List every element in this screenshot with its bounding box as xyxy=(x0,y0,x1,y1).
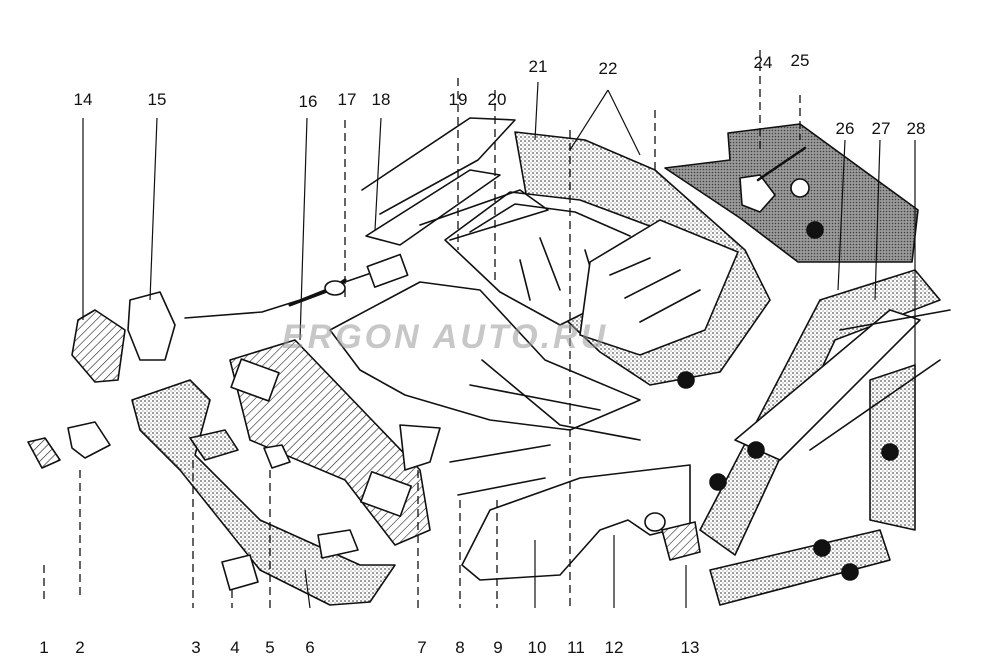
callout-4: 4 xyxy=(230,638,240,657)
hood-panel xyxy=(329,281,641,431)
callout-1: 1 xyxy=(39,638,49,657)
callout-10: 10 xyxy=(527,638,547,657)
hinge xyxy=(67,421,111,459)
callout-7: 7 xyxy=(417,638,427,657)
callout-22: 22 xyxy=(598,59,618,78)
callout-11: 11 xyxy=(567,638,585,657)
callout-28: 28 xyxy=(906,119,926,138)
callout-12: 12 xyxy=(604,638,624,657)
roof-panel xyxy=(664,123,919,263)
callout-24: 24 xyxy=(753,53,773,72)
headlight-left xyxy=(230,358,280,402)
callout-8: 8 xyxy=(455,638,465,657)
callout-6: 6 xyxy=(305,638,315,657)
callout-20: 20 xyxy=(487,90,507,109)
callout-9: 9 xyxy=(493,638,503,657)
leader-lines xyxy=(43,50,801,608)
callout-2: 2 xyxy=(75,638,85,657)
headlight-right xyxy=(359,470,413,518)
side-rail xyxy=(699,269,941,556)
callout-3: 3 xyxy=(191,638,201,657)
clip xyxy=(27,437,61,469)
window-frame-right xyxy=(579,219,739,356)
callout-5: 5 xyxy=(265,638,275,657)
front-fender xyxy=(461,464,691,581)
callout-16: 16 xyxy=(298,92,318,111)
callout-26: 26 xyxy=(835,119,855,138)
wiper-seal xyxy=(361,117,516,215)
callout-14: 14 xyxy=(73,90,93,109)
bracket xyxy=(127,291,176,361)
watermark-text: ERGON AUTO.RU xyxy=(282,318,609,356)
headlamp xyxy=(71,309,126,383)
callout-21: 21 xyxy=(528,57,548,76)
callout-25: 25 xyxy=(790,51,810,70)
callout-leaders-solid xyxy=(82,81,916,609)
inner-pillar xyxy=(734,309,921,461)
callout-17: 17 xyxy=(337,90,357,109)
callout-18: 18 xyxy=(371,90,391,109)
callout-15: 15 xyxy=(147,90,167,109)
callout-27: 27 xyxy=(871,119,891,138)
callout-19: 19 xyxy=(448,90,468,109)
callout-13: 13 xyxy=(680,638,700,657)
